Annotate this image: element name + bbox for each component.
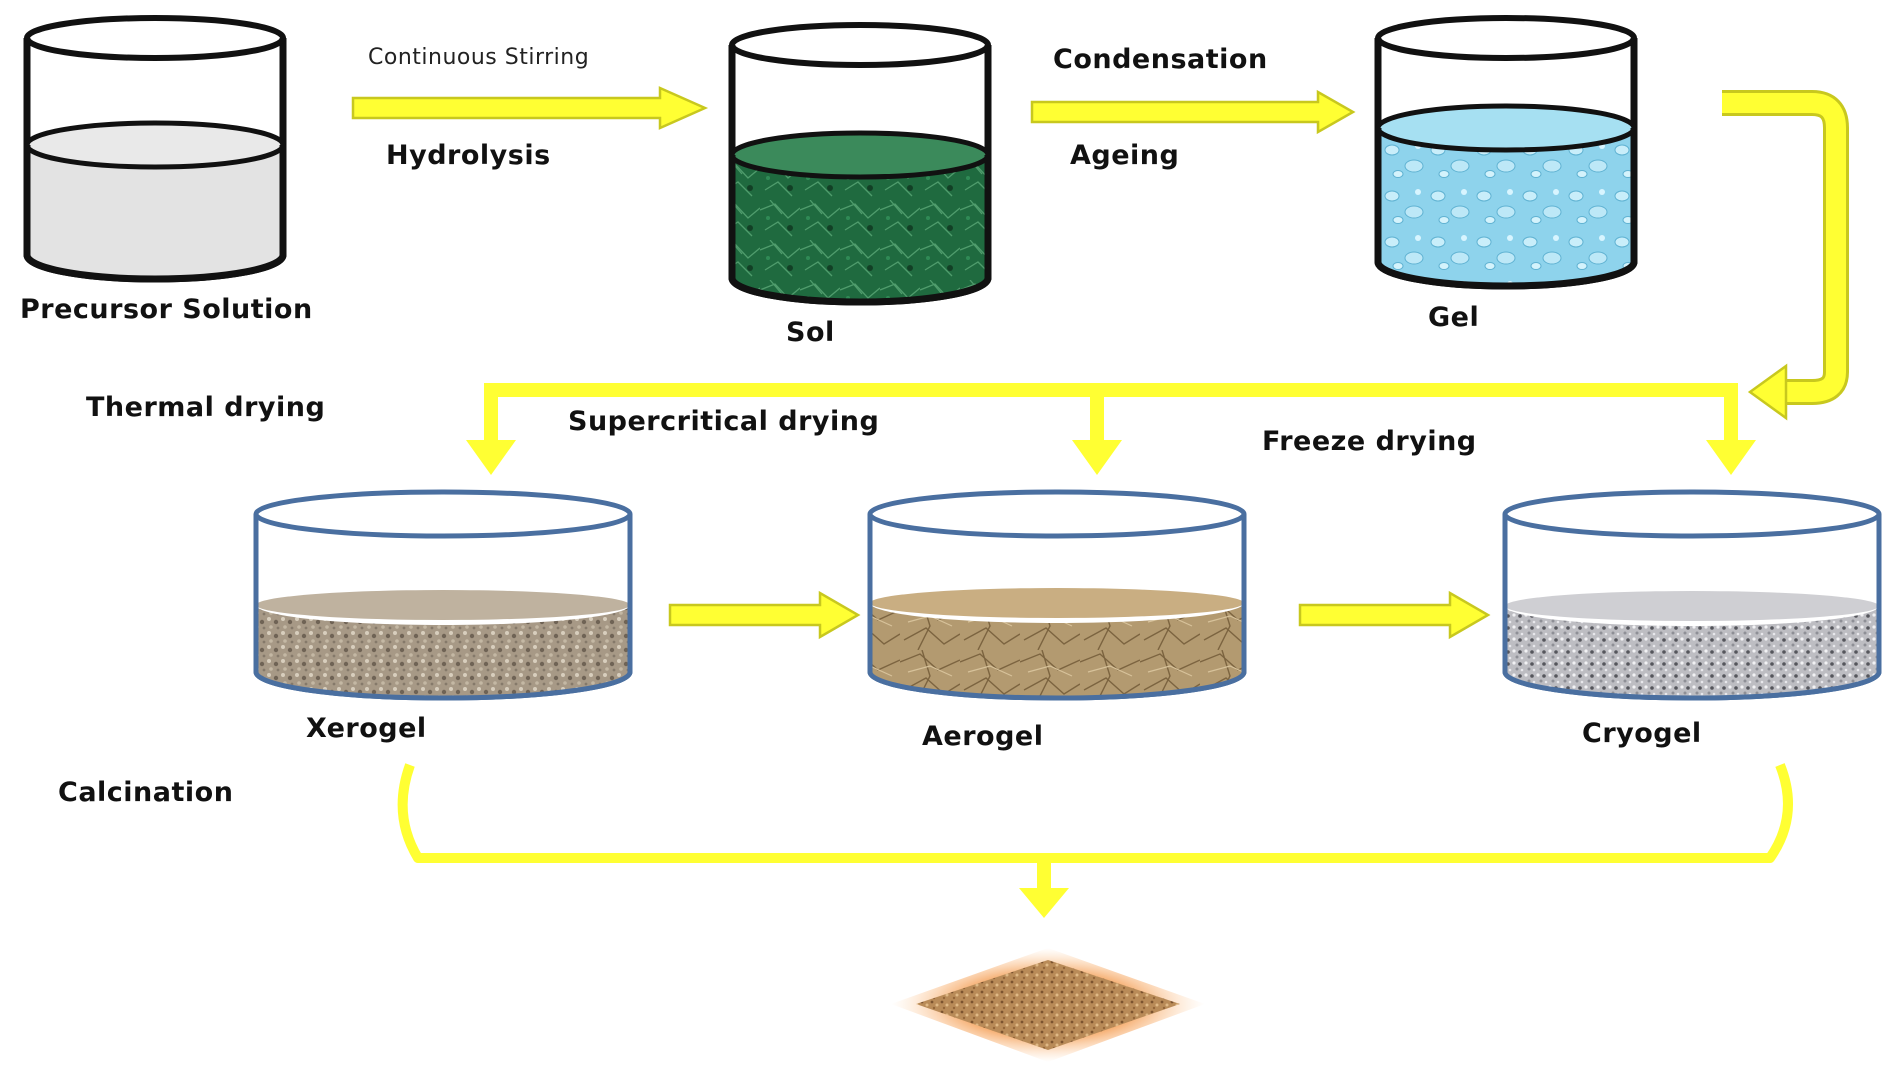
gel-label: Gel — [1428, 302, 1480, 333]
precursor-beaker — [23, 15, 287, 283]
xerogel-beaker — [253, 489, 633, 701]
precursor-solution-label: Precursor Solution — [20, 294, 313, 325]
calcination-bracket-arrow — [397, 763, 1793, 918]
gel-beaker — [1374, 15, 1638, 290]
cryogel-material — [1505, 606, 1879, 698]
gel-liquid — [1378, 128, 1634, 286]
supercritical-drying-label: Supercritical drying — [568, 406, 880, 437]
drying-distribution-arrows — [466, 383, 1756, 475]
cryogel-beaker — [1502, 489, 1882, 701]
condensation-label: Condensation — [1053, 44, 1268, 75]
xerogel-label: Xerogel — [306, 713, 427, 744]
precursor-liquid — [27, 145, 283, 279]
calcined-powder — [891, 948, 1205, 1062]
sol-beaker — [728, 22, 992, 306]
gel-to-drying-curved-arrow — [1722, 90, 1849, 421]
calcination-label: Calcination — [58, 777, 234, 808]
ageing-label: Ageing — [1070, 140, 1180, 171]
continuous-stirring-label: Continuous Stirring — [368, 45, 590, 70]
cryogel-label: Cryogel — [1582, 718, 1702, 749]
condensation-arrow — [1030, 89, 1356, 135]
hydrolysis-label: Hydrolysis — [386, 140, 551, 171]
xerogel-material — [256, 605, 630, 698]
sol-label: Sol — [786, 317, 835, 348]
thermal-drying-label: Thermal drying — [86, 392, 326, 423]
freeze-drying-label: Freeze drying — [1262, 426, 1477, 457]
aerogel-label: Aerogel — [922, 721, 1044, 752]
aerogel-material — [870, 603, 1244, 698]
hydrolysis-arrow — [351, 86, 709, 130]
xerogel-to-aerogel-arrow — [668, 590, 861, 640]
aerogel-to-cryogel-arrow — [1298, 590, 1491, 640]
sol-liquid — [732, 155, 988, 302]
aerogel-beaker — [867, 489, 1247, 701]
